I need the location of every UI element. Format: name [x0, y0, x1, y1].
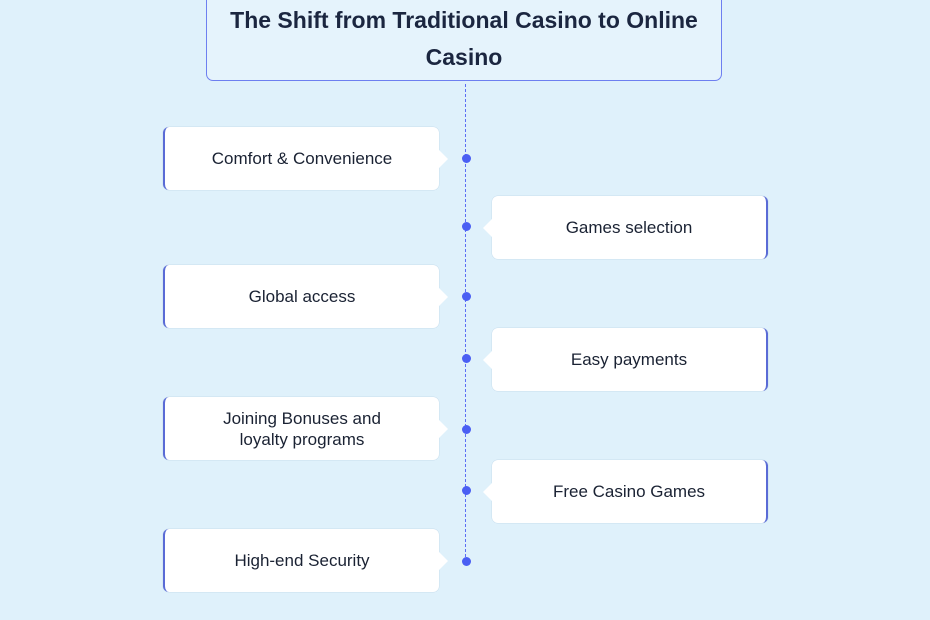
- timeline-card-4: Easy payments: [483, 328, 768, 391]
- timeline-card-label: Easy payments: [570, 350, 688, 369]
- timeline-card-label: Games selection: [565, 218, 693, 237]
- timeline-card-3: Global access: [163, 265, 448, 328]
- timeline-card-label: Free Casino Games: [552, 482, 706, 501]
- timeline-card-2: Games selection: [483, 196, 768, 259]
- timeline-card-6: Free Casino Games: [483, 460, 768, 523]
- timeline-spine: [465, 84, 466, 562]
- timeline-card-1: Comfort & Convenience: [163, 127, 448, 190]
- timeline-card-label: Comfort & Convenience: [211, 149, 393, 168]
- timeline-card-label: High-end Security: [234, 551, 370, 570]
- timeline-dot-7: [461, 556, 471, 566]
- timeline-card-label: Joining Bonuses and loyalty programs: [223, 408, 381, 449]
- timeline-dot-3: [461, 291, 471, 301]
- timeline-dot-1: [461, 153, 471, 163]
- timeline-dot-6: [461, 485, 471, 495]
- timeline-card-label: Global access: [248, 287, 356, 306]
- title-box: The Shift from Traditional Casino to Onl…: [206, 0, 722, 81]
- timeline-card-5: Joining Bonuses and loyalty programs: [163, 397, 448, 460]
- timeline-card-7: High-end Security: [163, 529, 448, 592]
- diagram-title: The Shift from Traditional Casino to Onl…: [230, 6, 698, 70]
- timeline-dot-5: [461, 424, 471, 434]
- timeline-dot-2: [461, 221, 471, 231]
- timeline-dot-4: [461, 353, 471, 363]
